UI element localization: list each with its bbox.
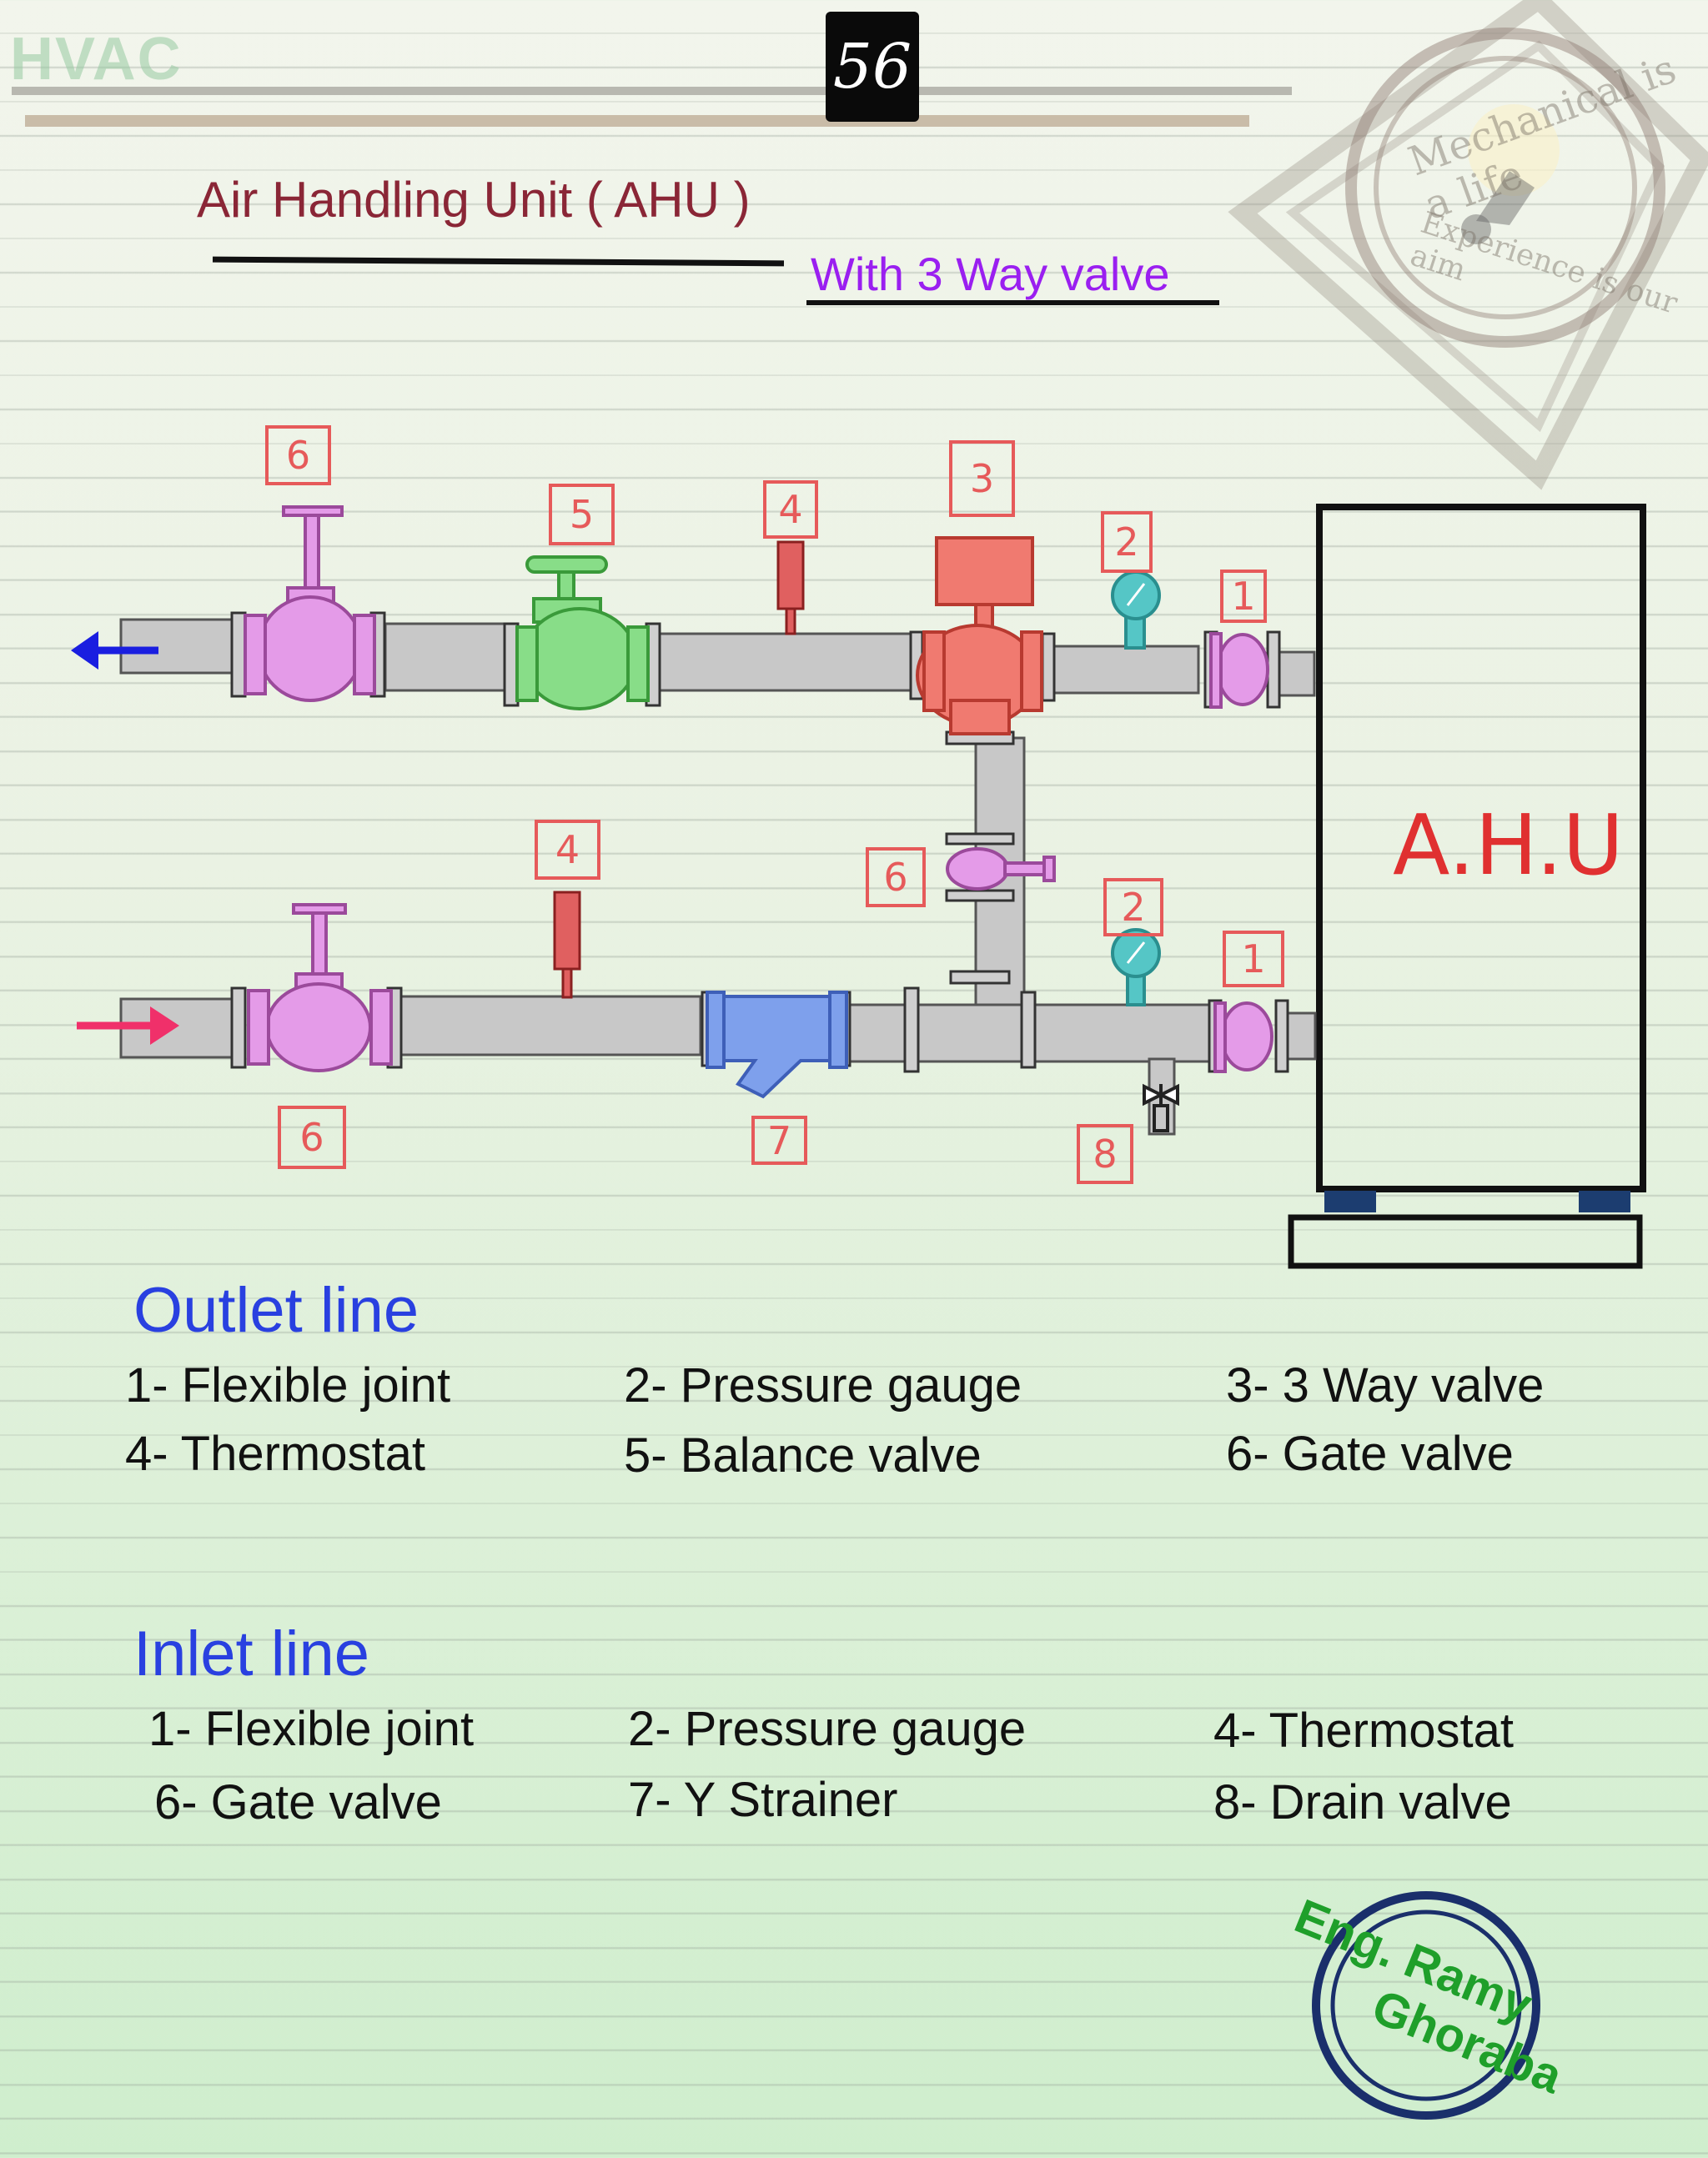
outlet-item-2: 2- Pressure gauge: [624, 1358, 1022, 1413]
inlet-flexible-joint: [1213, 1001, 1273, 1073]
y-strainer: [706, 991, 848, 1099]
callout-inlet-2: 2: [1121, 885, 1146, 930]
ahu-cabinet: [1316, 504, 1646, 1192]
callout-box-outlet-4: [763, 480, 818, 539]
watermark-seal: [1228, 0, 1708, 490]
outlet-thermostat: [776, 540, 805, 635]
outlet-item-6: 6- Gate valve: [1226, 1427, 1514, 1481]
callout-outlet-4: 4: [778, 487, 803, 532]
callout-inlet-4: 4: [555, 827, 580, 872]
page-title: Air Handling Unit ( AHU ): [197, 172, 751, 228]
callout-box-inlet-4: [535, 820, 600, 880]
outlet-gate-valve: [244, 505, 376, 702]
callout-box-outlet-2: [1101, 511, 1153, 573]
callout-outlet-3: 3: [969, 456, 995, 501]
callout-outlet-1: 1: [1231, 574, 1256, 619]
inlet-item-1: 1- Flexible joint: [148, 1702, 475, 1756]
outlet-item-5: 5- Balance valve: [624, 1428, 982, 1483]
header-rule: [12, 87, 1292, 95]
callout-inlet-1: 1: [1241, 936, 1266, 981]
callout-box-outlet-1: [1220, 570, 1267, 623]
callout-inlet-8: 8: [1093, 1132, 1118, 1177]
piping-diagram: [71, 425, 1646, 1269]
inlet-item-4: 6- Gate valve: [154, 1775, 442, 1829]
inlet-item-2: 2- Pressure gauge: [628, 1702, 1027, 1756]
outlet-item-3: 3- 3 Way valve: [1226, 1358, 1545, 1413]
ahu-label: A.H.U: [1393, 796, 1624, 894]
inlet-gate-valve: [247, 903, 393, 1072]
three-way-valve: [916, 536, 1043, 735]
page-number: 56: [826, 12, 919, 122]
callout-inlet-6: 6: [299, 1115, 324, 1160]
callout-box-outlet-6: [265, 425, 331, 485]
outlet-item-4: 4- Thermostat: [125, 1427, 425, 1481]
callout-outlet-6: 6: [285, 433, 311, 478]
subtitle-underline: [806, 300, 1219, 305]
outlet-item-1: 1- Flexible joint: [125, 1358, 451, 1413]
outlet-pipe: [119, 618, 1316, 1027]
callout-box-inlet-8: [1077, 1124, 1133, 1184]
inlet-item-5: 7- Y Strainer: [628, 1773, 898, 1827]
balance-valve: [515, 555, 650, 710]
section-label: HVAC: [10, 26, 183, 93]
header-rule-lower: [25, 115, 1249, 127]
inlet-flow-arrow: [77, 1006, 179, 1045]
inlet-item-3: 4- Thermostat: [1213, 1704, 1514, 1758]
inlet-thermostat: [553, 891, 581, 999]
callout-box-bypass-6: [866, 847, 926, 907]
callout-box-inlet-2: [1103, 878, 1163, 936]
author-logo: [1312, 1891, 1540, 2120]
callout-bypass-6: 6: [883, 855, 908, 900]
page-subtitle: With 3 Way valve: [811, 248, 1170, 300]
callout-box-inlet-6: [278, 1106, 346, 1169]
inlet-line-heading: Inlet line: [133, 1618, 370, 1689]
bypass-gate-valve: [946, 847, 1056, 891]
drain-valve: [1143, 1083, 1179, 1132]
outlet-pressure-gauge: [1111, 570, 1161, 650]
callout-box-outlet-5: [549, 484, 615, 545]
callout-box-inlet-1: [1223, 931, 1284, 987]
outlet-flow-arrow: [71, 631, 158, 670]
outlet-line-heading: Outlet line: [133, 1275, 419, 1346]
callout-box-outlet-3: [949, 440, 1015, 517]
outlet-flexible-joint: [1209, 632, 1269, 709]
inlet-item-6: 8- Drain valve: [1213, 1775, 1512, 1829]
callout-inlet-7: 7: [766, 1117, 792, 1163]
ahu-foot-right: [1579, 1191, 1630, 1212]
callout-outlet-5: 5: [569, 492, 595, 537]
callout-outlet-2: 2: [1114, 519, 1139, 565]
inlet-pressure-gauge: [1111, 928, 1161, 1006]
ahu-base: [1288, 1214, 1643, 1269]
ahu-foot-left: [1324, 1191, 1376, 1212]
callout-box-inlet-7: [751, 1116, 807, 1165]
